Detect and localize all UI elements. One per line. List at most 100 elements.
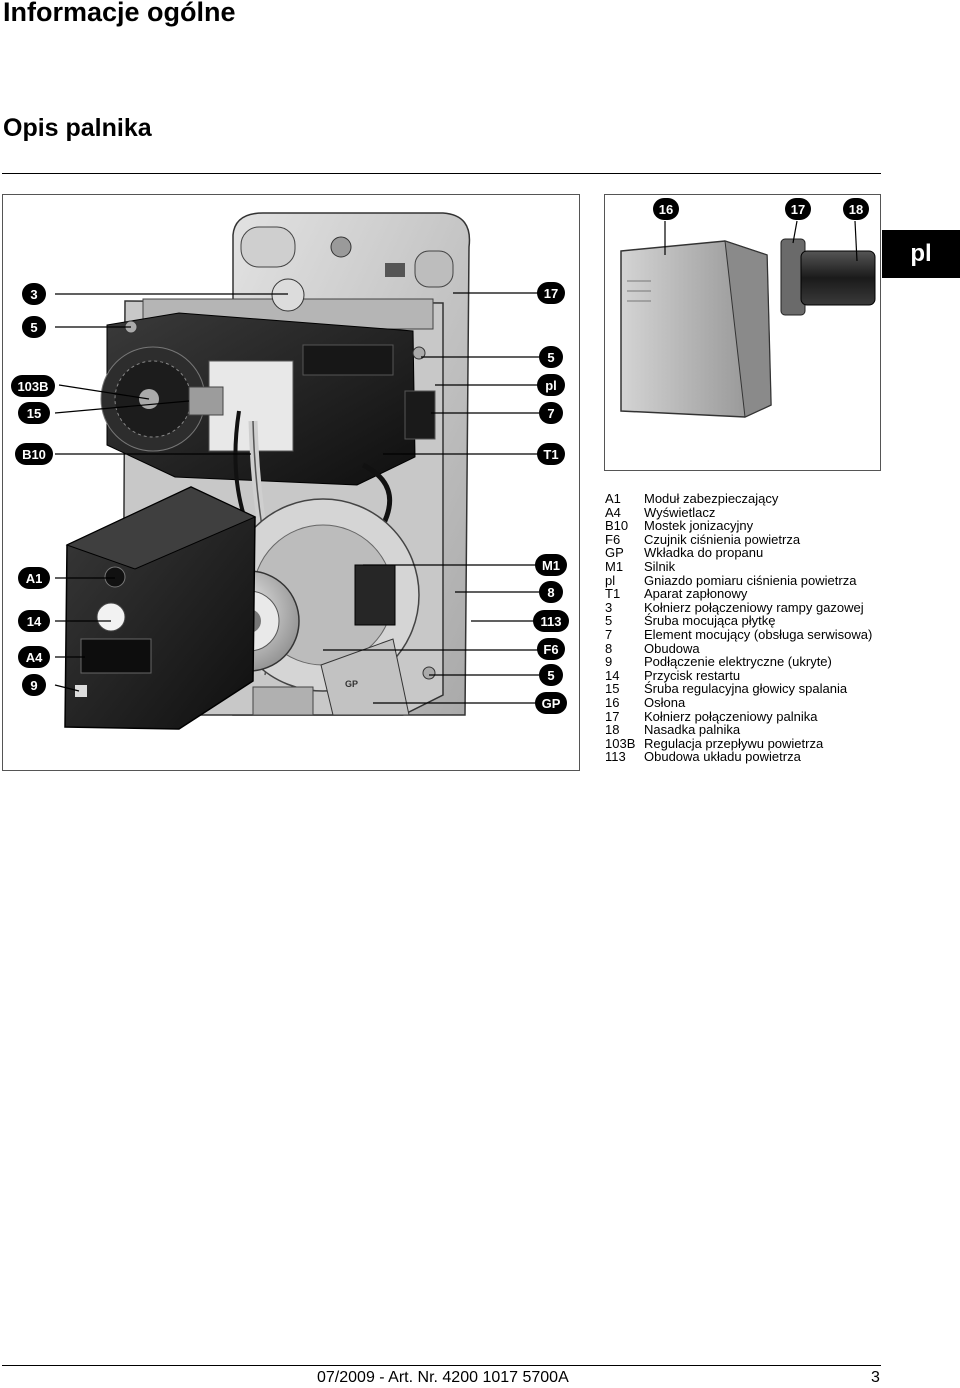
legend-item: 5 Śruba mocująca płytkę	[605, 614, 905, 628]
footer-page-number: 3	[871, 1369, 880, 1386]
legend-description: Śruba mocująca płytkę	[644, 613, 776, 629]
legend-code: M1	[605, 558, 624, 574]
legend-code: B10	[605, 518, 629, 534]
callout-9: 9	[30, 678, 37, 693]
legend-description: Gniazdo pomiaru ciśnienia powietrza	[644, 572, 857, 588]
callout-badge	[539, 664, 563, 686]
legend-item: T1 Aparat zapłonowy	[605, 587, 905, 601]
front-callouts: 3 5 103B 15 B10 A1 14 A4 9 17 5 pl	[11, 282, 569, 714]
callout-A1: A1	[26, 571, 43, 586]
callout-17: 17	[791, 202, 805, 217]
legend-code: 14	[605, 667, 620, 683]
legend-code: pl	[605, 572, 616, 588]
legend-item: 7 Element mocujący (obsługa serwisowa)	[605, 628, 905, 642]
legend-item: 17 Kołnierz połączeniowy palnika	[605, 708, 905, 724]
callout-F6: F6	[543, 642, 558, 657]
gp-mark: GP	[345, 679, 358, 689]
callout-badge	[535, 554, 567, 576]
callout-GP: GP	[542, 696, 561, 711]
callout-badge	[537, 443, 565, 465]
callout-badge	[785, 198, 811, 220]
callout-103B: 103B	[17, 379, 48, 394]
callout-badge	[22, 283, 46, 305]
callout-badge	[18, 402, 50, 424]
callout-14: 14	[27, 614, 42, 629]
legend-description: Śruba regulacyjna głowicy spalania	[644, 681, 848, 697]
legend-item: M1 Silnik	[605, 560, 905, 574]
legend-description: Wkładka do propanu	[644, 545, 764, 561]
callout-badge	[539, 581, 563, 603]
legend-code: 5	[605, 613, 613, 629]
callout-5: 5	[547, 350, 554, 365]
legend-description: Regulacja przepływu powietrza	[644, 735, 824, 751]
legend-description: Obudowa układu powietrza	[644, 749, 801, 765]
page-title: Informacje ogólne	[3, 0, 236, 27]
legend-item: 14 Przycisk restartu	[605, 669, 905, 683]
legend-item: pl Gniazdo pomiaru ciśnienia powietrza	[605, 572, 905, 588]
callout-pl: pl	[545, 378, 557, 393]
legend-code: A4	[605, 504, 621, 520]
legend-code: 15	[605, 681, 620, 697]
legend-description: Mostek jonizacyjny	[644, 518, 754, 534]
legend-description: Kołnierz połączeniowy rampy gazowej	[644, 599, 864, 615]
callout-badge	[22, 674, 46, 696]
legend-description: Osłona	[644, 694, 686, 710]
callout-7: 7	[547, 406, 554, 421]
callout-15: 15	[27, 406, 41, 421]
callout-badge	[11, 375, 55, 397]
callout-badge	[537, 638, 565, 660]
section-title: Opis palnika	[3, 114, 152, 142]
callout-18: 18	[849, 202, 863, 217]
callout-3: 3	[30, 287, 37, 302]
burner-side-illustration: 16 17 18	[620, 198, 876, 418]
legend-item: F6 Czujnik ciśnienia powietrza	[605, 533, 905, 547]
callout-badge	[18, 567, 50, 589]
callout-badge	[537, 282, 565, 304]
legend-description: Element mocujący (obsługa serwisowa)	[644, 626, 873, 642]
legend-description: Silnik	[644, 558, 676, 574]
legend-code: 18	[605, 722, 620, 738]
leader-lines	[54, 292, 539, 704]
callout-badge	[533, 610, 569, 632]
callout-T1: T1	[543, 447, 558, 462]
callout-16: 16	[659, 202, 673, 217]
legend-description: Kołnierz połączeniowy palnika	[644, 708, 818, 724]
legend-description: Czujnik ciśnienia powietrza	[644, 531, 801, 547]
callout-badge	[539, 402, 563, 424]
callout-badge	[15, 443, 53, 465]
callout-17: 17	[544, 286, 558, 301]
legend-item: B10 Mostek jonizacyjny	[605, 519, 905, 533]
legend-description: Obudowa	[644, 640, 700, 656]
callout-M1: M1	[542, 558, 560, 573]
burner-front-illustration: GP	[54, 212, 539, 730]
legend-item: 18 Nasadka palnika	[605, 723, 905, 737]
legend-item: 3 Kołnierz połączeniowy rampy gazowej	[605, 601, 905, 615]
legend-description: Przycisk restartu	[644, 667, 741, 683]
legend-code: T1	[605, 586, 621, 602]
legend-description: Nasadka palnika	[644, 722, 741, 738]
legend-code: 3	[605, 599, 613, 615]
callout-badge	[537, 374, 565, 396]
callout-badge	[653, 198, 679, 220]
legend-code: 7	[605, 626, 613, 642]
callout-5: 5	[547, 668, 554, 683]
legend-description: Aparat zapłonowy	[644, 586, 748, 602]
legend-description: Podłączenie elektryczne (ukryte)	[644, 654, 832, 670]
footer-doc-ref: 07/2009 - Art. Nr. 4200 1017 5700A	[317, 1369, 569, 1386]
legend-code: F6	[605, 531, 621, 547]
legend-code: 17	[605, 708, 620, 724]
callout-badge	[843, 198, 869, 220]
legend-code: A1	[605, 491, 621, 506]
top-rule	[2, 173, 881, 174]
callout-A4: A4	[26, 650, 43, 665]
callout-badge	[539, 346, 563, 368]
callout-113: 113	[541, 614, 562, 629]
burner-side-figure: 16 17 18	[604, 194, 881, 471]
